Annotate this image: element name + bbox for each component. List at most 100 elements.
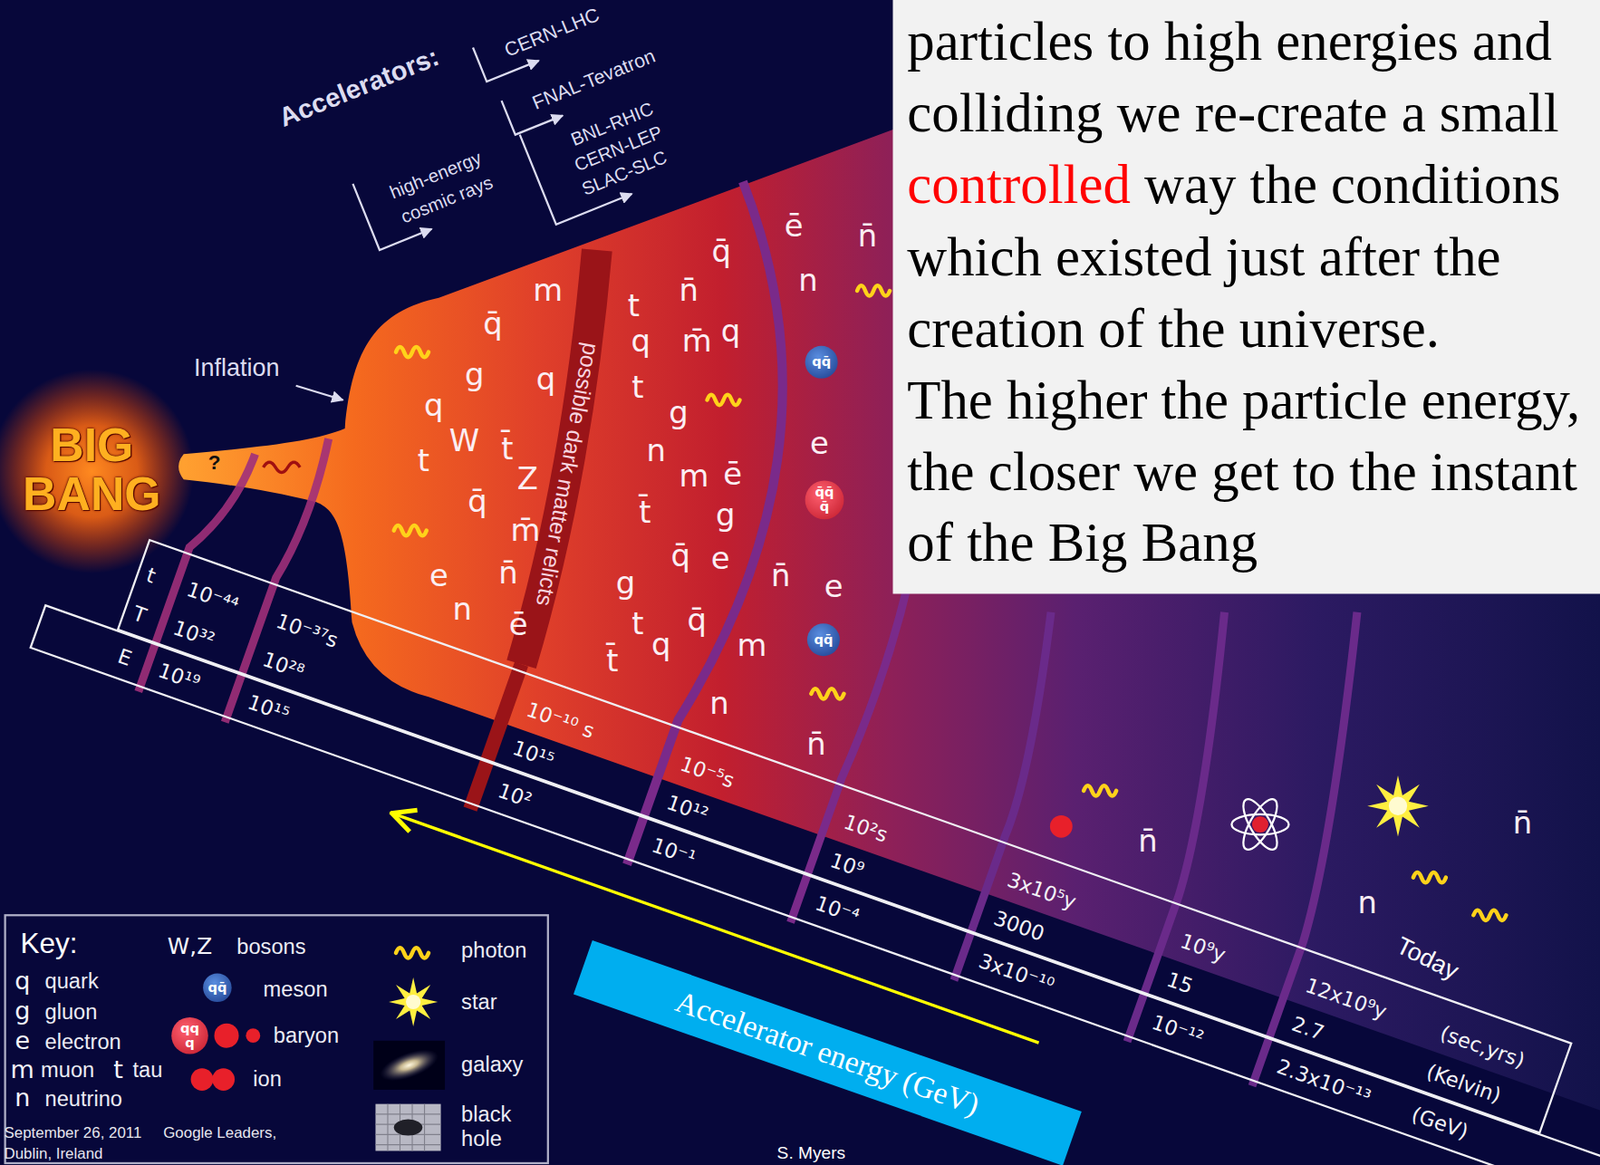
star-symbol <box>1367 775 1429 838</box>
particle-symbol: t̄ <box>606 643 618 679</box>
baryon-dot <box>245 1028 261 1043</box>
photon-symbol <box>857 285 890 296</box>
particle-symbol: n̄ <box>806 727 826 763</box>
particle-symbol: ē <box>784 209 804 245</box>
epoch-band <box>1127 612 1225 1042</box>
legend-text: muon <box>40 1058 95 1083</box>
particle-symbol: m̄ <box>510 512 541 549</box>
scale-value: 2.7 <box>1289 1012 1328 1044</box>
photon-symbol <box>1413 872 1446 883</box>
particle-symbol: t <box>627 288 640 324</box>
black-hole-core <box>394 1119 424 1137</box>
baryon-dot <box>214 1023 240 1049</box>
scale-value: 10¹⁵ <box>510 735 558 772</box>
scale-value: 10⁻¹ <box>648 833 699 870</box>
meson-symbol: qq̄ <box>807 623 840 656</box>
particle-symbol: e <box>429 559 449 595</box>
particle-symbol: t <box>417 443 430 480</box>
particle-symbol: n <box>798 262 818 299</box>
particle-symbol: q <box>721 314 741 350</box>
key-symbol: m <box>10 1056 35 1085</box>
legend-text: electron <box>45 1029 122 1054</box>
scale-value: 15 <box>1164 967 1196 998</box>
photon-symbol <box>810 688 844 699</box>
black-hole-symbol <box>375 1104 441 1152</box>
particle-symbol: g <box>616 566 636 602</box>
particle-symbol: n̄ <box>1513 805 1533 841</box>
inflation-arrow <box>296 385 344 401</box>
star-symbol <box>388 977 438 1027</box>
particle-symbol: q <box>631 324 651 360</box>
text-panel: particles to high energies and colliding… <box>892 0 1600 594</box>
scale-value: 10⁹y <box>1177 929 1229 966</box>
legend-text: tau <box>132 1058 163 1083</box>
key-symbol: W,Z <box>167 934 213 960</box>
scale-value: 10¹⁹ <box>155 658 203 694</box>
ion-dot <box>191 1068 214 1091</box>
quark-content: qq q <box>178 1021 202 1051</box>
baryon-symbol: q̄q̄ q̄ <box>805 480 845 520</box>
particle-symbol: n <box>645 433 666 469</box>
scale-value: 10² <box>494 779 535 812</box>
particle-symbol: q̄ <box>482 307 502 343</box>
quark-content: qq̄ <box>207 981 227 995</box>
panel-text: controlled <box>906 154 1131 216</box>
photon-symbol <box>395 346 429 357</box>
legend-text: gluon <box>45 1000 98 1025</box>
particle-symbol: n <box>709 686 729 723</box>
particle-symbol: t <box>631 370 644 406</box>
scale-value: (sec,yrs) <box>1437 1021 1529 1072</box>
particle-symbol: g <box>464 357 484 394</box>
atom-orbit <box>1236 794 1283 855</box>
epoch-band <box>626 181 783 865</box>
photon-symbol <box>707 395 741 405</box>
particle-symbol: n̄ <box>771 559 791 595</box>
legend-text: galaxy <box>461 1051 523 1077</box>
particle-symbol: m̄ <box>682 324 713 360</box>
scale-value: T <box>130 601 150 627</box>
particle-symbol: t <box>631 607 644 643</box>
quark-content: qq̄ <box>811 355 831 369</box>
star-core <box>1388 797 1408 816</box>
photon-symbol <box>1473 910 1506 921</box>
scale-value: 10²s <box>841 809 892 847</box>
footer-text: Dublin, Ireland <box>4 1144 104 1162</box>
particle-symbol: e <box>824 568 844 605</box>
legend-text: black hole <box>461 1101 535 1151</box>
legend-text: neutrino <box>45 1086 123 1111</box>
particle-symbol: g <box>715 497 735 533</box>
particle-symbol: q̄ <box>687 602 707 638</box>
epoch-band <box>954 612 1051 981</box>
scale-value: 10⁻³⁷s <box>273 608 342 652</box>
quark-content: q̄q̄ q̄ <box>813 486 837 515</box>
scale-value: 10⁻¹⁰ s <box>523 697 598 743</box>
particle-symbol: n̄ <box>857 219 878 255</box>
particle-symbol: m <box>532 273 563 309</box>
scale-value: 10⁻⁵s <box>677 751 738 792</box>
epoch-band <box>224 438 328 723</box>
meson-symbol: qq̄ <box>805 346 839 379</box>
key-symbol: t <box>113 1056 124 1085</box>
atom-orbit <box>1236 794 1283 855</box>
ion-dot <box>212 1068 235 1091</box>
scale-value: 10¹⁵ <box>244 690 292 726</box>
footer-text: Google Leaders, <box>163 1123 277 1141</box>
particle-symbol: g <box>668 395 688 432</box>
photon-symbol <box>394 525 427 536</box>
quark-content: qq̄ <box>813 632 833 646</box>
big-bang-label: BIG BANG <box>9 420 174 520</box>
particle-symbol: q <box>536 362 556 398</box>
photon-symbol <box>1083 785 1117 796</box>
photon-symbol <box>395 947 429 958</box>
particle-symbol: q̄ <box>712 234 732 270</box>
particle-symbol: e <box>711 541 731 578</box>
scale-value: 10⁻¹² <box>1148 1011 1207 1051</box>
scale-value: 10⁻⁴⁴ <box>183 577 242 617</box>
star-core <box>405 994 421 1010</box>
legend-text: photon <box>461 938 527 964</box>
legend-text: star <box>461 989 497 1014</box>
particle-symbol: q̄ <box>671 538 691 574</box>
scale-value: 3000 <box>991 906 1048 945</box>
panel-text: particles to high energies and colliding… <box>906 10 1559 145</box>
atom-symbol <box>1231 794 1289 855</box>
